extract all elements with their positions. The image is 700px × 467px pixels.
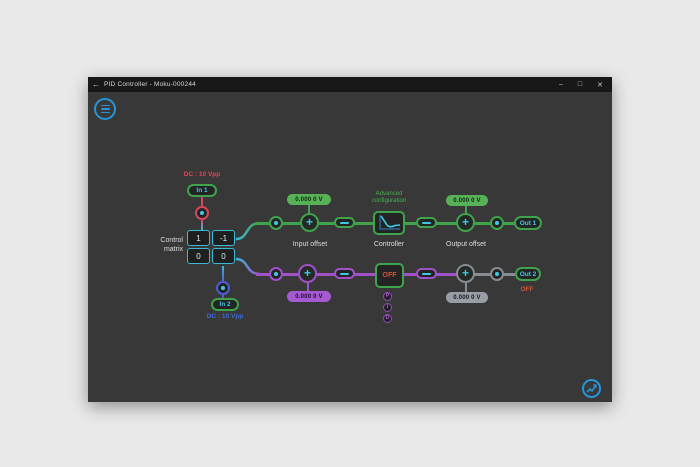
- plus-icon: +: [303, 266, 311, 280]
- matrix-label-line2: matrix: [163, 245, 183, 253]
- gain-dash-icon: [340, 272, 349, 275]
- in2-pill[interactable]: In 2: [211, 298, 239, 311]
- maximize-button[interactable]: □: [577, 80, 583, 88]
- ch2-gain-block[interactable]: [334, 268, 355, 279]
- in1-matrix-wire: [201, 220, 203, 230]
- ch1-output-offset-stem: [465, 206, 467, 214]
- in1-signal-label: DC : 10 Vpp: [183, 171, 221, 178]
- ch2-output-offset-badge[interactable]: 0.000 0 V: [446, 292, 488, 303]
- pid-d-button[interactable]: D: [383, 314, 392, 323]
- ch2-controller-block[interactable]: OFF: [375, 263, 404, 288]
- ch1-input-offset-badge[interactable]: 0.000 0 V: [287, 194, 331, 205]
- ch2-input-offset-badge[interactable]: 0.000 0 V: [287, 291, 331, 302]
- ch1-output-probe-icon[interactable]: [490, 216, 504, 230]
- matrix-cell-r2c1[interactable]: 0: [187, 248, 210, 264]
- input-offset-label: Input offset: [292, 241, 328, 248]
- in2-wire: [222, 295, 224, 299]
- in2-signal-label: DC : 10 Vpp: [206, 313, 244, 320]
- in1-label: In 1: [196, 187, 208, 194]
- pid-i-label: I: [386, 303, 389, 310]
- pid-p-label: P: [385, 292, 390, 299]
- out2-pill[interactable]: Out 2: [515, 267, 541, 281]
- pid-p-button[interactable]: P: [383, 292, 392, 301]
- ch1-output-offset-adder[interactable]: +: [456, 213, 475, 232]
- ch1-controller-block[interactable]: [373, 211, 405, 235]
- in2-probe-icon[interactable]: [216, 281, 230, 295]
- out2-label: Out 2: [519, 270, 537, 278]
- pid-i-button[interactable]: I: [383, 303, 392, 312]
- ch2-input-probe-icon[interactable]: [269, 267, 283, 281]
- in1-wire: [201, 197, 203, 206]
- in2-matrix-wire: [222, 266, 224, 281]
- plus-icon: +: [461, 266, 469, 280]
- gain-dash-icon: [422, 272, 431, 275]
- ch1-input-probe-icon[interactable]: [269, 216, 283, 230]
- ch2-input-offset-adder[interactable]: +: [298, 264, 317, 283]
- output-offset-label: Output offset: [446, 241, 486, 248]
- back-icon: ←: [92, 80, 100, 89]
- ch1-input-offset-adder[interactable]: +: [300, 213, 319, 232]
- control-matrix: 1 -1 0 0: [187, 230, 235, 264]
- ch1-gain-block[interactable]: [334, 217, 355, 228]
- matrix-cell-r1c2[interactable]: -1: [212, 230, 235, 246]
- ch2-output-offset-stem: [465, 283, 467, 292]
- close-button[interactable]: ✕: [597, 81, 603, 89]
- in1-probe-icon[interactable]: [195, 206, 209, 220]
- out1-label: Out 1: [519, 219, 537, 227]
- hamburger-icon: [100, 104, 110, 114]
- pid-response-icon: [379, 215, 401, 230]
- pid-d-label: D: [385, 314, 390, 321]
- out1-pill[interactable]: Out 1: [514, 216, 542, 230]
- minimize-button[interactable]: –: [558, 80, 563, 88]
- matrix-cell-r2c2[interactable]: 0: [212, 248, 235, 264]
- titlebar: ← PID Controller - Moku-000244 – □ ✕: [88, 77, 612, 92]
- ch2-wire-off: [460, 273, 518, 276]
- matrix-cell-r1c1[interactable]: 1: [187, 230, 210, 246]
- out2-off-status: OFF: [520, 286, 534, 293]
- ch2-gain-block-2[interactable]: [416, 268, 437, 279]
- in2-label: In 2: [219, 301, 231, 308]
- plus-icon: +: [461, 215, 469, 229]
- in1-pill[interactable]: In 1: [187, 184, 217, 197]
- matrix-output-curves: [236, 221, 260, 276]
- controller-label: Controller: [373, 241, 405, 248]
- oscilloscope-button[interactable]: [582, 379, 601, 398]
- back-button[interactable]: ←: [88, 80, 104, 89]
- advanced-line2: configuration: [371, 197, 407, 204]
- advanced-line1: Advanced: [375, 191, 403, 197]
- ch2-controller-status: OFF: [382, 272, 397, 279]
- ch1-advanced-config-link[interactable]: Advanced configuration: [349, 191, 429, 204]
- gain-dash-icon: [340, 221, 349, 224]
- window-title: PID Controller - Moku-000244: [104, 81, 196, 88]
- ch2-input-offset-stem: [307, 283, 309, 292]
- ch1-gain-block-2[interactable]: [416, 217, 437, 228]
- signal-chart-icon: [586, 384, 597, 393]
- ch1-input-offset-stem: [308, 205, 310, 214]
- app-window: ← PID Controller - Moku-000244 – □ ✕ DC …: [88, 77, 612, 402]
- ch1-output-offset-badge[interactable]: 0.000 0 V: [446, 195, 488, 206]
- gain-dash-icon: [422, 221, 431, 224]
- ch2-output-probe-icon[interactable]: [490, 267, 504, 281]
- main-menu-button[interactable]: [94, 98, 116, 120]
- plus-icon: +: [305, 215, 313, 229]
- matrix-label-line1: Control: [160, 237, 183, 244]
- ch2-wire-active: [256, 273, 460, 276]
- ch2-output-offset-adder[interactable]: +: [456, 264, 475, 283]
- matrix-label: Control matrix: [126, 237, 183, 254]
